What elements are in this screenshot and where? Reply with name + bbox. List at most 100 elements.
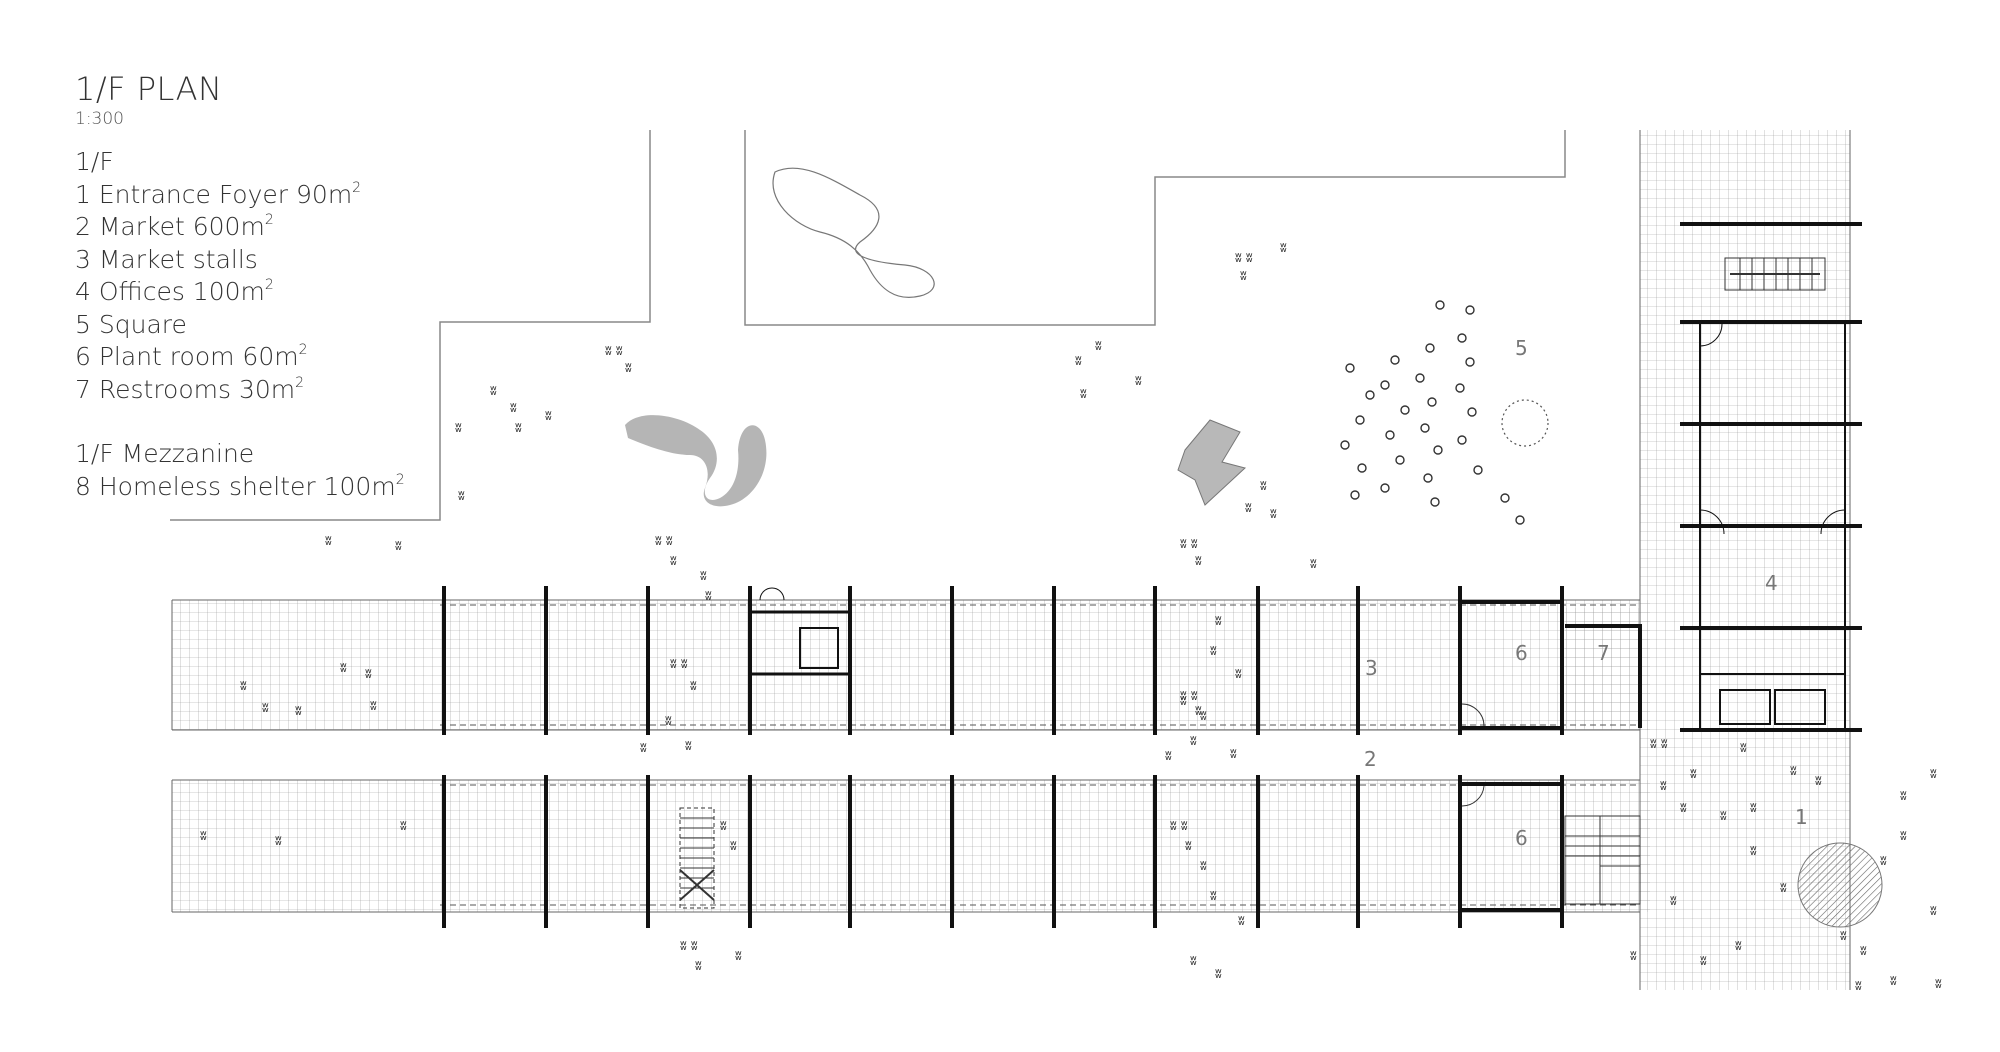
- svg-text:ʬ: ʬ: [1720, 809, 1727, 824]
- svg-text:ʬ: ʬ: [510, 401, 517, 416]
- svg-text:ʬ ʬ: ʬ ʬ: [1650, 737, 1668, 752]
- legend-item: 4 Offices 100m2: [75, 277, 274, 306]
- service-core: [748, 587, 852, 676]
- svg-text:ʬ: ʬ: [1195, 704, 1202, 719]
- svg-text:ʬ: ʬ: [1750, 801, 1757, 816]
- svg-text:ʬ: ʬ: [515, 421, 522, 436]
- svg-text:ʬ: ʬ: [340, 661, 347, 676]
- svg-text:ʬ: ʬ: [458, 489, 465, 504]
- svg-text:ʬ: ʬ: [1670, 894, 1677, 909]
- svg-text:ʬ: ʬ: [545, 409, 552, 424]
- svg-text:ʬ: ʬ: [735, 949, 742, 964]
- svg-text:ʬ: ʬ: [700, 569, 707, 584]
- svg-text:ʬ: ʬ: [1165, 749, 1172, 764]
- svg-text:ʬ: ʬ: [1075, 354, 1082, 369]
- svg-text:ʬ: ʬ: [1215, 967, 1222, 982]
- site-boundary-north: [744, 130, 1566, 326]
- plan-legend: 1/F PLAN 1:300 1/F 1 Entrance Foyer 90m2…: [75, 70, 405, 503]
- svg-text:ʬ: ʬ: [1185, 839, 1192, 854]
- svg-text:ʬ: ʬ: [1238, 914, 1245, 929]
- svg-text:ʬ ʬ: ʬ ʬ: [680, 939, 698, 954]
- legend-item: 3 Market stalls: [75, 244, 258, 274]
- svg-text:ʬ: ʬ: [1890, 974, 1897, 989]
- svg-text:ʬ: ʬ: [1815, 774, 1822, 789]
- svg-text:ʬ: ʬ: [1200, 859, 1207, 874]
- svg-text:ʬ: ʬ: [1700, 954, 1707, 969]
- svg-text:ʬ: ʬ: [275, 834, 282, 849]
- stair-south-east: [1564, 815, 1641, 905]
- site-boundary: [170, 130, 651, 521]
- room-label-restrooms: 7: [1597, 641, 1610, 665]
- svg-text:ʬ: ʬ: [295, 704, 302, 719]
- svg-text:ʬ ʬ: ʬ ʬ: [1180, 689, 1198, 704]
- svg-text:ʬ: ʬ: [1180, 694, 1187, 709]
- svg-text:ʬ: ʬ: [1935, 977, 1942, 992]
- svg-text:ʬ: ʬ: [625, 361, 632, 376]
- svg-text:ʬ: ʬ: [455, 421, 462, 436]
- svg-text:ʬ: ʬ: [1930, 767, 1937, 782]
- legend-mezzanine-heading: 1/F Mezzanine: [75, 439, 255, 468]
- svg-text:ʬ ʬ: ʬ ʬ: [1180, 537, 1198, 552]
- svg-text:ʬ: ʬ: [240, 679, 247, 694]
- svg-text:ʬ: ʬ: [1680, 801, 1687, 816]
- svg-text:ʬ: ʬ: [400, 819, 407, 834]
- svg-text:ʬ: ʬ: [1200, 709, 1207, 724]
- sculpture-right: [1177, 419, 1247, 506]
- svg-text:ʬ: ʬ: [1660, 779, 1667, 794]
- svg-text:ʬ: ʬ: [1930, 904, 1937, 919]
- svg-text:ʬ: ʬ: [1750, 844, 1757, 859]
- legend-mezzanine-item: 8 Homeless shelter 100m2: [75, 471, 405, 501]
- svg-text:ʬ: ʬ: [1210, 644, 1217, 659]
- room-label-plant-north: 6: [1515, 641, 1528, 665]
- legend-item: 5 Square: [75, 309, 187, 339]
- room-label-square: 5: [1515, 336, 1528, 360]
- svg-text:ʬ: ʬ: [1240, 269, 1247, 284]
- svg-text:ʬ: ʬ: [1735, 939, 1742, 954]
- restroom-walls: [1565, 624, 1642, 728]
- svg-text:ʬ: ʬ: [1780, 881, 1787, 896]
- stair-tower: [1724, 257, 1826, 291]
- square-marker: [1501, 399, 1549, 447]
- svg-text:ʬ: ʬ: [1270, 507, 1277, 522]
- svg-text:ʬ: ʬ: [1190, 954, 1197, 969]
- svg-text:ʬ: ʬ: [705, 589, 712, 604]
- svg-text:ʬ: ʬ: [730, 839, 737, 854]
- svg-text:ʬ: ʬ: [325, 534, 332, 549]
- market-floor-north: [172, 600, 1650, 730]
- svg-text:ʬ: ʬ: [395, 539, 402, 554]
- plan-scale: 1:300: [75, 109, 124, 129]
- svg-text:ʬ: ʬ: [695, 959, 702, 974]
- svg-text:ʬ: ʬ: [490, 384, 497, 399]
- svg-text:ʬ: ʬ: [1900, 829, 1907, 844]
- svg-text:ʬ: ʬ: [665, 714, 672, 729]
- svg-text:ʬ: ʬ: [1690, 767, 1697, 782]
- svg-text:ʬ: ʬ: [1630, 949, 1637, 964]
- room-label-offices: 4: [1765, 571, 1778, 595]
- stair-south-west: [679, 807, 715, 909]
- legend-item: 7 Restrooms 30m2: [75, 374, 305, 404]
- plant-room-north: [1458, 600, 1564, 730]
- svg-text:ʬ ʬ: ʬ ʬ: [670, 657, 688, 672]
- svg-text:ʬ: ʬ: [1230, 747, 1237, 762]
- svg-text:ʬ: ʬ: [1260, 479, 1267, 494]
- svg-text:ʬ: ʬ: [640, 741, 647, 756]
- svg-text:ʬ: ʬ: [690, 679, 697, 694]
- svg-text:ʬ: ʬ: [1245, 501, 1252, 516]
- svg-text:ʬ: ʬ: [1310, 557, 1317, 572]
- room-label-entrance: 1: [1795, 805, 1808, 829]
- svg-text:ʬ: ʬ: [365, 667, 372, 682]
- svg-text:ʬ: ʬ: [1740, 741, 1747, 756]
- plan-title: 1/F PLAN: [75, 70, 223, 108]
- svg-text:ʬ: ʬ: [1190, 734, 1197, 749]
- legend-floor-heading: 1/F: [75, 147, 114, 176]
- svg-text:ʬ: ʬ: [1235, 667, 1242, 682]
- plant-room-south: [1458, 782, 1564, 912]
- svg-text:ʬ: ʬ: [1215, 614, 1222, 629]
- room-label-plant-south: 6: [1515, 826, 1528, 850]
- svg-text:ʬ: ʬ: [720, 819, 727, 834]
- svg-text:ʬ: ʬ: [1790, 764, 1797, 779]
- svg-text:ʬ ʬ: ʬ ʬ: [605, 344, 623, 359]
- svg-text:ʬ: ʬ: [1195, 554, 1202, 569]
